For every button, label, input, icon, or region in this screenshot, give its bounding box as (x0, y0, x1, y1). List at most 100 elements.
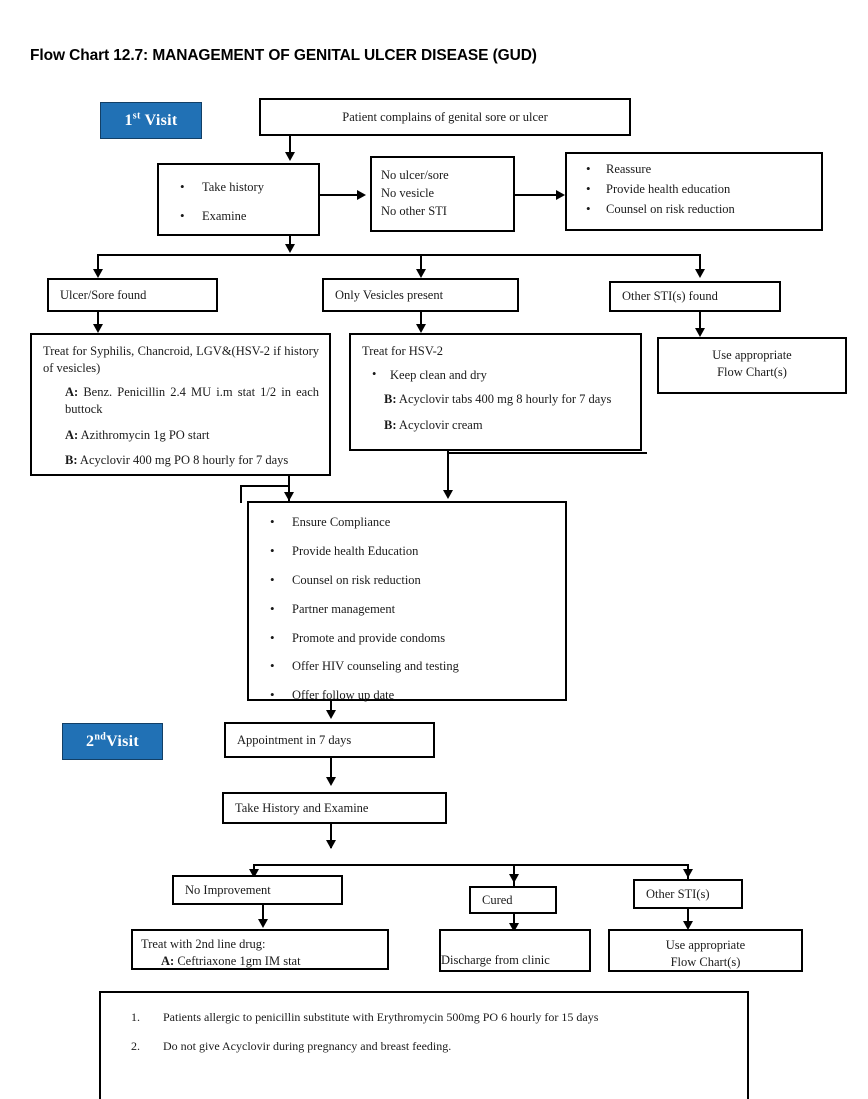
node-treat-hsv2-item: B: Acyclovir cream (384, 417, 483, 432)
connector-syphilis-elbow (240, 485, 290, 487)
connector-complaint-to-history (289, 136, 291, 156)
node-counselling: Ensure Compliance Provide health Educati… (247, 501, 567, 704)
connector-negative-to-reassure (515, 194, 559, 196)
arrowhead-appointment-to-history2 (326, 777, 336, 786)
node-treat-syphilis-item: B: Acyclovir 400 mg PO 8 hourly for 7 da… (65, 453, 289, 468)
node-use-flowchart-lower: Use appropriate Flow Chart(s) (608, 929, 803, 972)
arrowhead-history-to-negative (357, 190, 366, 200)
node-discharge-text: Discharge from clinic (441, 953, 550, 968)
node-treat-hsv2-item: B: Acyclovir tabs 400 mg 8 hourly for 7 … (384, 391, 612, 406)
connector-cured-to-discharge (513, 914, 515, 928)
arrowhead-cured-to-discharge (509, 923, 519, 932)
notes-box: Patients allergic to penicillin substitu… (99, 991, 749, 1099)
list-item: Promote and provide condoms (258, 629, 556, 647)
node-other-sti-2-text: Other STI(s) (646, 886, 710, 901)
node-treat-hsv2-heading: Treat for HSV-2 (362, 344, 444, 358)
list-item: Take history (168, 178, 309, 196)
node-second-line-treatment: Treat with 2nd line drug: A: Ceftriaxone… (131, 929, 389, 970)
list-item: Examine (168, 207, 309, 225)
list-item: Counsel on risk reduction (258, 571, 556, 589)
connector-ulcer-to-treat (97, 312, 99, 330)
node-use-flowchart-lower-line2: Flow Chart(s) (670, 954, 741, 969)
badge-second-visit-label: 2ndVisit (86, 731, 139, 750)
node-vesicles-only-text: Only Vesicles present (335, 287, 444, 302)
node-treat-syphilis-heading: Treat for Syphilis, Chancroid, LGV&(HSV-… (43, 344, 319, 375)
node-negative-findings-line: No other STI (381, 203, 447, 218)
node-treat-hsv2-bullet: Keep clean and dry (362, 366, 630, 384)
node-treat-syphilis-item: A: Azithromycin 1g PO start (65, 427, 210, 442)
node-counselling-list: Ensure Compliance Provide health Educati… (258, 513, 556, 704)
arrowhead-vesicles-to-treat (416, 324, 426, 333)
connector-history-to-negative (320, 194, 360, 196)
node-other-sti-found: Other STI(s) found (609, 281, 781, 312)
node-take-history-list: Take history Examine (168, 178, 309, 225)
connector-branch-right (699, 254, 701, 274)
arrowhead-counselling-to-appointment (326, 710, 336, 719)
arrowhead-othersti-to-flowchart (695, 328, 705, 337)
list-item: Counsel on risk reduction (576, 200, 812, 218)
node-patient-complaint-text: Patient complains of genital sore or ulc… (342, 109, 548, 124)
list-item: Reassure (576, 160, 812, 178)
node-other-sti-2: Other STI(s) (633, 879, 743, 909)
node-vesicles-only: Only Vesicles present (322, 278, 519, 312)
connector-branch-left (97, 254, 99, 274)
arrowhead-branch2-right (683, 869, 693, 878)
connector-syphilis-down (288, 476, 290, 506)
node-patient-complaint: Patient complains of genital sore or ulc… (259, 98, 631, 136)
node-ulcer-found-text: Ulcer/Sore found (60, 287, 147, 302)
connector-branch-bar-1 (97, 254, 701, 256)
node-treat-hsv2: Treat for HSV-2 Keep clean and dry B: Ac… (349, 333, 642, 451)
arrowhead-noimprovement-to-treat (258, 919, 268, 928)
connector-appointment-to-history2 (330, 758, 332, 784)
arrowhead-history-down (285, 244, 295, 253)
node-cured-text: Cured (482, 892, 513, 907)
connector-history2-down (330, 824, 332, 848)
connector-branch-mid (420, 254, 422, 274)
node-appointment: Appointment in 7 days (224, 722, 435, 758)
node-negative-findings-line: No vesicle (381, 185, 435, 200)
note-item: Do not give Acyclovir during pregnancy a… (131, 1038, 452, 1054)
node-take-history: Take history Examine (157, 163, 320, 236)
arrowhead-ulcer-to-treat (93, 324, 103, 333)
arrowhead-hsv2-to-counselling (443, 490, 453, 499)
list-item: Partner management (258, 600, 556, 618)
node-no-improvement: No Improvement (172, 875, 343, 905)
notes-list: Patients allergic to penicillin substitu… (101, 1009, 747, 1055)
connector-othersti2-to-flowchart (687, 909, 689, 926)
arrowhead-branch2-left (249, 869, 259, 878)
list-item: Offer follow up date (258, 686, 556, 704)
node-take-history-2-text: Take History and Examine (235, 800, 369, 815)
node-use-flowchart-upper-line2: Flow Chart(s) (717, 364, 787, 379)
node-take-history-2: Take History and Examine (222, 792, 447, 824)
arrowhead-syphilis-to-counselling (284, 492, 294, 501)
node-use-flowchart-upper: Use appropriate Flow Chart(s) (657, 337, 847, 394)
badge-first-visit: 1st Visit (100, 102, 202, 139)
connector-noimprovement-to-treat (262, 905, 264, 925)
connector-counselling-to-appointment (330, 701, 332, 715)
node-discharge: Discharge from clinic (439, 929, 591, 972)
arrowhead-negative-to-reassure (556, 190, 565, 200)
node-second-line-line2: A: Ceftriaxone 1gm IM stat (161, 953, 301, 968)
note-item: Patients allergic to penicillin substitu… (131, 1009, 599, 1025)
node-negative-findings-line: No ulcer/sore (381, 168, 449, 182)
badge-first-visit-label: 1st Visit (124, 110, 178, 129)
list-item: Provide health education (576, 180, 812, 198)
arrowhead-branch-left (93, 269, 103, 278)
node-no-improvement-text: No Improvement (185, 882, 271, 897)
arrowhead-othersti2-to-flowchart (683, 921, 693, 930)
node-other-sti-found-text: Other STI(s) found (622, 289, 718, 304)
connector-hsv2-down (447, 451, 449, 496)
list-item: Offer HIV counseling and testing (258, 657, 556, 675)
connector-history-down (289, 236, 291, 249)
connector-hsv2-bar (447, 452, 647, 454)
node-treat-syphilis: Treat for Syphilis, Chancroid, LGV&(HSV-… (30, 333, 331, 476)
node-use-flowchart-lower-line1: Use appropriate (665, 938, 746, 952)
node-negative-findings: No ulcer/sore No vesicle No other STI (370, 156, 515, 232)
list-item: Ensure Compliance (258, 513, 556, 531)
list-item: Provide health Education (258, 542, 556, 560)
arrowhead-complaint-to-history (285, 152, 295, 161)
arrowhead-branch-mid (416, 269, 426, 278)
node-second-line-line1: Treat with 2nd line drug: (141, 937, 266, 951)
node-reassure-list: Reassure Provide health education Counse… (576, 160, 812, 218)
